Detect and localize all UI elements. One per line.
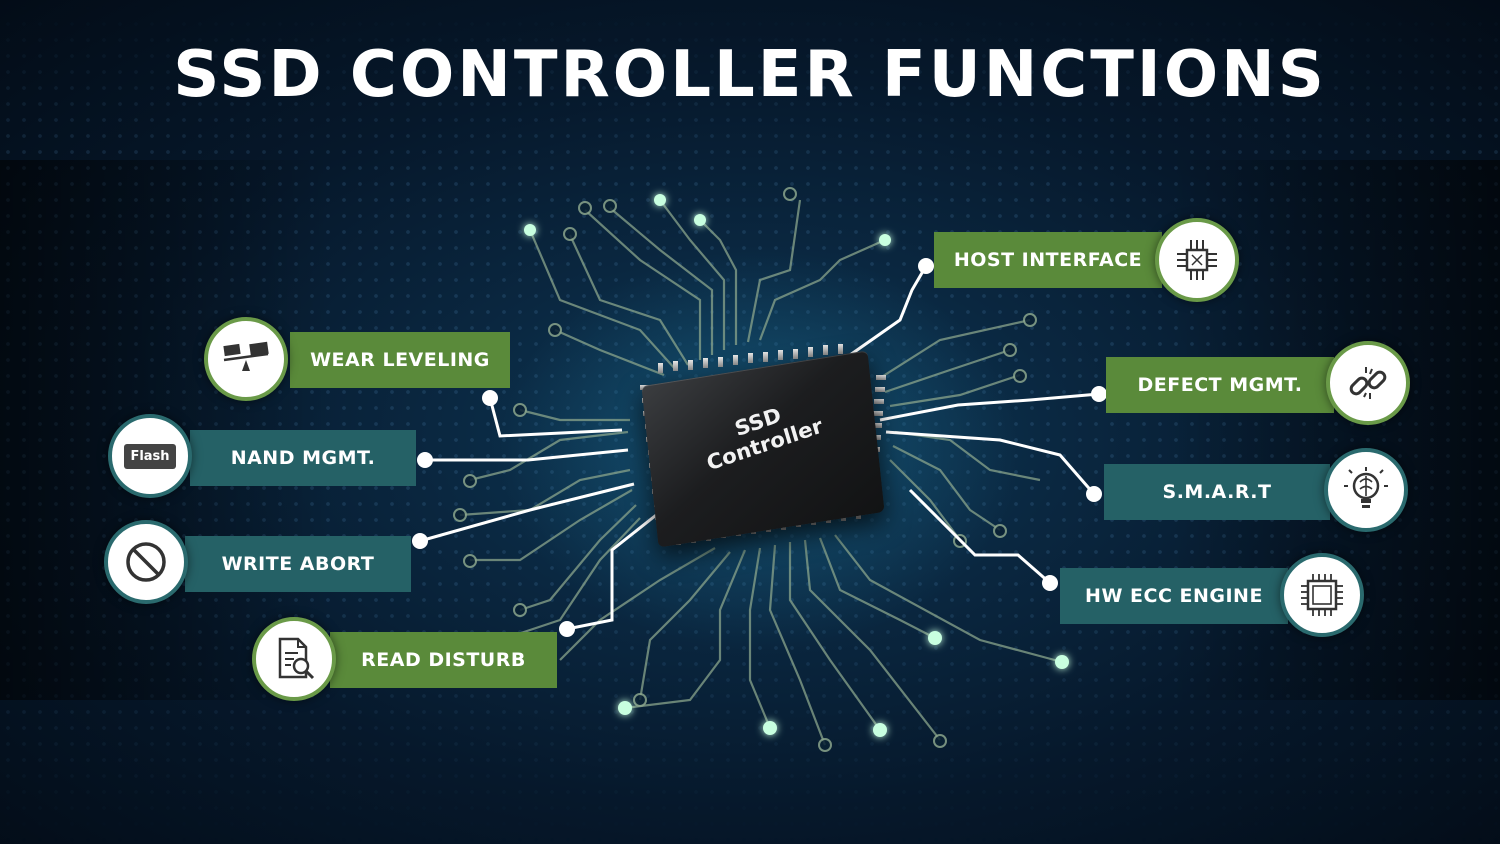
chip-pin — [873, 411, 883, 416]
chip-pin — [688, 359, 693, 370]
chip-pin — [673, 361, 678, 372]
chip-pin — [875, 387, 885, 392]
smart-label: S.M.A.R.T — [1104, 464, 1330, 520]
chip-pin — [793, 348, 798, 359]
chip-pin — [763, 351, 768, 362]
chip-pin — [748, 353, 753, 364]
wear-leveling-label: WEAR LEVELING — [290, 332, 510, 388]
chip-pin — [876, 375, 886, 380]
chip-pin — [718, 356, 723, 367]
broken-link-icon — [1326, 341, 1410, 425]
chip-pin — [874, 399, 884, 404]
chip-pin — [778, 350, 783, 361]
nand-mgmt-label: NAND MGMT. — [190, 430, 416, 486]
page-title: SSD CONTROLLER FUNCTIONS — [173, 38, 1327, 112]
host-interface-label: HOST INTERFACE — [934, 232, 1162, 288]
document-search-icon — [252, 617, 336, 701]
brain-bulb-icon — [1324, 448, 1408, 532]
chip-label: SSD Controller — [645, 374, 877, 493]
defect-mgmt-label: DEFECT MGMT. — [1106, 357, 1334, 413]
chip-pin — [808, 347, 813, 357]
chip-pin — [703, 358, 708, 369]
chip-pin — [872, 423, 882, 428]
chip-pin — [658, 363, 663, 373]
balance-scale-icon — [204, 317, 288, 401]
chip-pin — [823, 345, 828, 356]
chip-body: SSD Controller — [641, 350, 885, 548]
read-disturb-label: READ DISTURB — [330, 632, 557, 688]
chip-pin — [838, 343, 843, 354]
ssd-controller-chip: SSD Controller — [628, 343, 898, 555]
flash-memory-icon: Flash — [108, 414, 192, 498]
chip-pin — [733, 355, 738, 365]
processor-icon — [1155, 218, 1239, 302]
hw-ecc-engine-label: HW ECC ENGINE — [1060, 568, 1288, 624]
flash-chip-text: Flash — [124, 443, 176, 469]
cpu-chip-icon — [1280, 553, 1364, 637]
write-abort-label: WRITE ABORT — [185, 536, 411, 592]
prohibited-icon — [104, 520, 188, 604]
